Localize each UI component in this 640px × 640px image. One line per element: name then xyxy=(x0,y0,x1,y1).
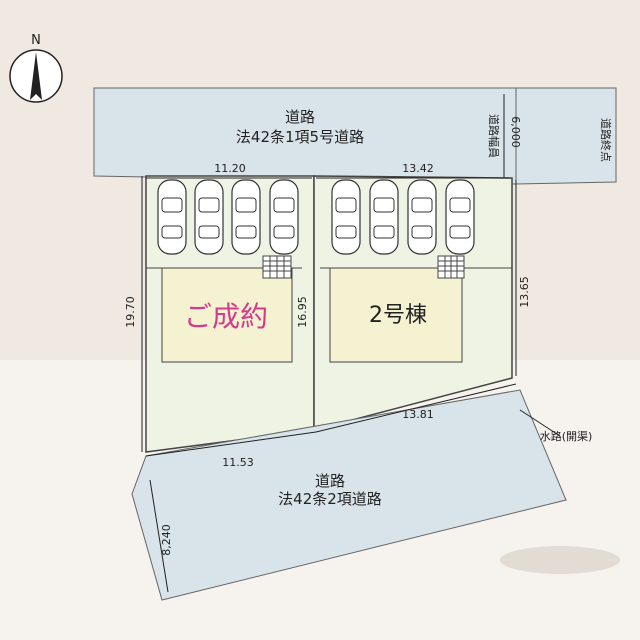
north-road-title: 道路 xyxy=(285,108,315,126)
waterway-label: 水路(開渠) xyxy=(540,430,593,443)
lot-2-label: 2号棟 xyxy=(369,303,427,328)
north-arrow-icon: N xyxy=(9,33,63,103)
car-icon xyxy=(231,179,261,255)
road-end-label: 道路終点 xyxy=(599,118,613,162)
lot-2-parking xyxy=(331,179,475,255)
lot-1-east-depth: 16.95 xyxy=(296,296,309,328)
car-icon xyxy=(369,179,399,255)
lot-2-east-depth: 13.65 xyxy=(518,276,531,308)
north-road-subtitle: 法42条1項5号道路 xyxy=(236,128,364,146)
lot-2-building xyxy=(329,267,463,363)
car-icon xyxy=(194,179,224,255)
car-icon xyxy=(445,179,475,255)
background-shadow xyxy=(500,546,620,574)
lot-1-parking xyxy=(157,179,299,255)
dim-line-south-2 xyxy=(315,383,517,433)
south-road-title: 道路 xyxy=(315,472,345,490)
road-width-label: 道路幅員 xyxy=(487,114,501,158)
waterway-leader xyxy=(519,409,561,437)
south-road-width-dim-line xyxy=(149,479,169,593)
lot-2-north-frontage: 13.42 xyxy=(402,162,434,175)
dim-line-south-1 xyxy=(145,431,317,457)
compass-label: N xyxy=(31,33,41,48)
road-width-value: 6,000 xyxy=(509,116,522,148)
lot-1-entrance xyxy=(262,255,292,279)
lot-2-entrance xyxy=(437,255,465,279)
car-icon xyxy=(331,179,361,255)
lot-1-south-side: 11.53 xyxy=(222,456,254,469)
lot-1-building xyxy=(161,267,293,363)
north-road-end xyxy=(515,87,617,185)
south-road-width: 8,240 xyxy=(160,524,173,556)
lot-1-label: ご成約 xyxy=(184,300,268,333)
car-icon xyxy=(407,179,437,255)
lot-1-west-depth: 19.70 xyxy=(124,296,137,328)
car-icon xyxy=(157,179,187,255)
south-road-subtitle: 法42条2項道路 xyxy=(278,490,382,508)
lot-2-south-side: 13.81 xyxy=(402,408,434,421)
car-icon xyxy=(269,179,299,255)
lot-1-north-frontage: 11.20 xyxy=(214,162,246,175)
